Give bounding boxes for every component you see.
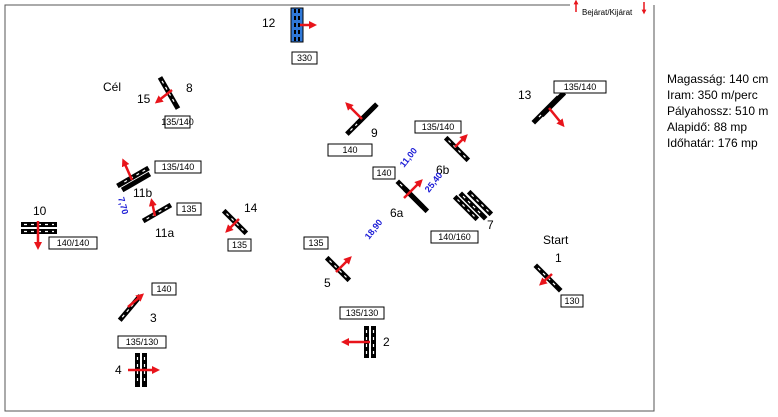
obstacle-height: 135/140 [161, 117, 194, 127]
distance-label: 7,70 [116, 196, 130, 216]
obstacle-number: 4 [115, 363, 122, 377]
entrance-exit: Bejárat/Kijárat [573, 0, 647, 17]
obstacle-5: 5 135 [303, 236, 352, 290]
obstacle-11b: 11b 135/140 [116, 158, 202, 200]
course-height: Magasság: 140 cm [667, 72, 769, 86]
obstacle-3: 3 140 [117, 282, 177, 325]
obstacle-number: 6a [390, 206, 404, 220]
obstacle-height: 130 [564, 296, 579, 306]
obstacle-number: 2 [383, 335, 390, 349]
obstacle-1: Start 1 130 [533, 233, 584, 308]
obstacle-height: 135/130 [126, 337, 159, 347]
distance-label: 18,90 [363, 217, 385, 241]
obstacle-number: 11a [155, 226, 174, 240]
obstacle-12: 12 330 [262, 7, 318, 65]
obstacle-height: 135/130 [346, 308, 379, 318]
obstacle-14: 14 135 [221, 201, 258, 252]
finish-label: Cél [103, 80, 121, 94]
obstacle-8: 9 140 [327, 102, 379, 157]
finish-number: 15 [137, 92, 151, 106]
obstacle-number: 9 [371, 126, 378, 140]
obstacle-number: 6b [436, 163, 450, 177]
course-length: Pályahossz: 510 m [667, 104, 769, 118]
obstacle-height: 140 [342, 145, 357, 155]
obstacle-number: 8 [186, 81, 193, 95]
obstacle-height: 140/140 [57, 238, 90, 248]
obstacle-6b: 6b 135/140 [414, 120, 471, 177]
obstacle-height: 140 [376, 168, 391, 178]
obstacle-13: 13 135/140 [518, 80, 607, 128]
obstacle-number: 11b [133, 186, 152, 200]
obstacle-number: 12 [262, 16, 276, 30]
obstacle-number: 5 [324, 276, 331, 290]
course-time-limit: Időhatár: 176 mp [667, 136, 758, 150]
obstacle-number: 10 [33, 204, 47, 218]
course-pace: Iram: 350 m/perc [667, 88, 758, 102]
obstacle-10: 10 140/140 [21, 204, 98, 251]
obstacle-11a: 11a 135 [141, 198, 202, 240]
course-base-time: Alapidő: 88 mp [667, 120, 748, 134]
obstacle-height: 135/140 [162, 162, 195, 172]
obstacle-number: 13 [518, 88, 532, 102]
obstacle-height: 135/140 [422, 122, 455, 132]
obstacle-height: 140 [156, 284, 171, 294]
obstacle-4: 4 135/130 [115, 335, 167, 387]
obstacle-7: 7 140/160 [430, 189, 494, 244]
obstacle-height: 135 [232, 240, 247, 250]
obstacle-number: 7 [487, 218, 494, 232]
start-label: Start [543, 233, 569, 247]
obstacle-number: 3 [150, 311, 157, 325]
obstacle-height: 135 [181, 204, 196, 214]
obstacle-9: 8 15 Cél 135/140 [103, 76, 194, 129]
obstacle-2: 2 135/130 [339, 306, 390, 358]
obstacle-number: 1 [555, 251, 562, 265]
obstacle-height: 140/160 [438, 232, 471, 242]
obstacle-number: 14 [244, 201, 258, 215]
obstacle-height: 135 [308, 238, 323, 248]
distance-label: 11,00 [398, 146, 419, 170]
arena-border [4, 4, 655, 412]
obstacle-height: 330 [297, 53, 312, 63]
obstacle-height: 135/140 [564, 82, 597, 92]
obstacle-6a: 6a 140 [372, 166, 430, 220]
course-info: Magasság: 140 cm Iram: 350 m/perc Pályah… [667, 71, 768, 151]
entrance-label: Bejárat/Kijárat [582, 8, 633, 17]
